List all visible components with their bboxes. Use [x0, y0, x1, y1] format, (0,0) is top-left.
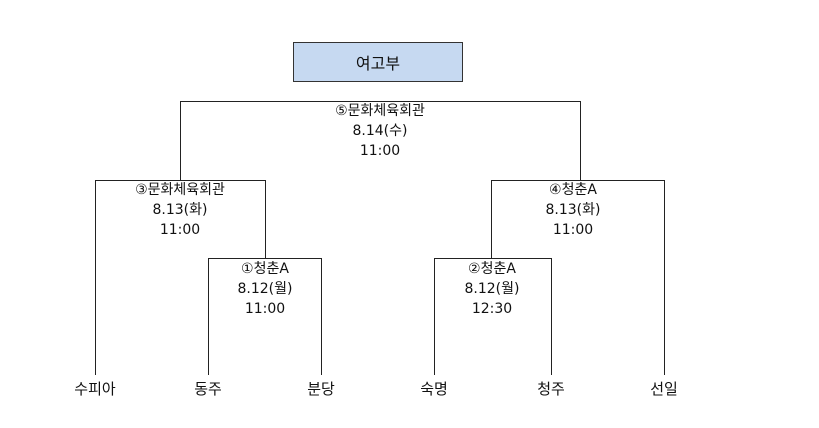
- bracket-line: [664, 180, 665, 375]
- bracket-line: [208, 258, 209, 375]
- match-date: 8.13(화): [152, 202, 208, 218]
- bracket-line: [180, 101, 181, 180]
- match-date: 8.12(월): [464, 281, 520, 297]
- match-date: 8.14(수): [352, 123, 408, 139]
- team-label: 청주: [537, 380, 565, 398]
- team-label: 숙명: [420, 380, 448, 398]
- bracket-line: [491, 180, 492, 258]
- match-date: 8.13(화): [545, 202, 601, 218]
- bracket-line-semi-left: [95, 180, 265, 181]
- match-venue: ②청춘A: [468, 261, 516, 277]
- bracket-line: [551, 258, 552, 375]
- bracket-line: [95, 180, 96, 375]
- match-time: 11:00: [244, 301, 286, 317]
- match-4-info: ④청춘A 8.13(화) 11:00: [493, 180, 653, 240]
- match-time: 11:00: [159, 222, 201, 238]
- bracket-line-semi-right: [491, 180, 664, 181]
- bracket-line: [265, 180, 266, 258]
- match-2-info: ②청춘A 8.12(월) 12:30: [412, 259, 572, 319]
- team-label: 선일: [650, 380, 678, 398]
- match-time: 11:00: [359, 143, 401, 159]
- bracket-line: [321, 258, 322, 375]
- division-title: 여고부: [293, 42, 463, 82]
- bracket-line: [434, 258, 435, 375]
- bracket-line-match2: [434, 258, 551, 259]
- bracket-line: [580, 101, 581, 180]
- team-label: 동주: [194, 380, 222, 398]
- match-time: 11:00: [552, 222, 594, 238]
- bracket-line-match1: [208, 258, 321, 259]
- match-venue: ⑤문화체육회관: [335, 103, 425, 119]
- match-date: 8.12(월): [237, 281, 293, 297]
- match-3-info: ③문화체육회관 8.13(화) 11:00: [100, 180, 260, 240]
- team-label: 수피아: [74, 380, 116, 398]
- match-venue: ③문화체육회관: [135, 182, 225, 198]
- match-time: 12:30: [471, 301, 513, 317]
- team-label: 분당: [307, 380, 335, 398]
- match-5-info: ⑤문화체육회관 8.14(수) 11:00: [300, 101, 460, 161]
- match-venue: ④청춘A: [549, 182, 597, 198]
- match-venue: ①청춘A: [241, 261, 289, 277]
- match-1-info: ①청춘A 8.12(월) 11:00: [185, 259, 345, 319]
- bracket-line-final: [180, 101, 580, 102]
